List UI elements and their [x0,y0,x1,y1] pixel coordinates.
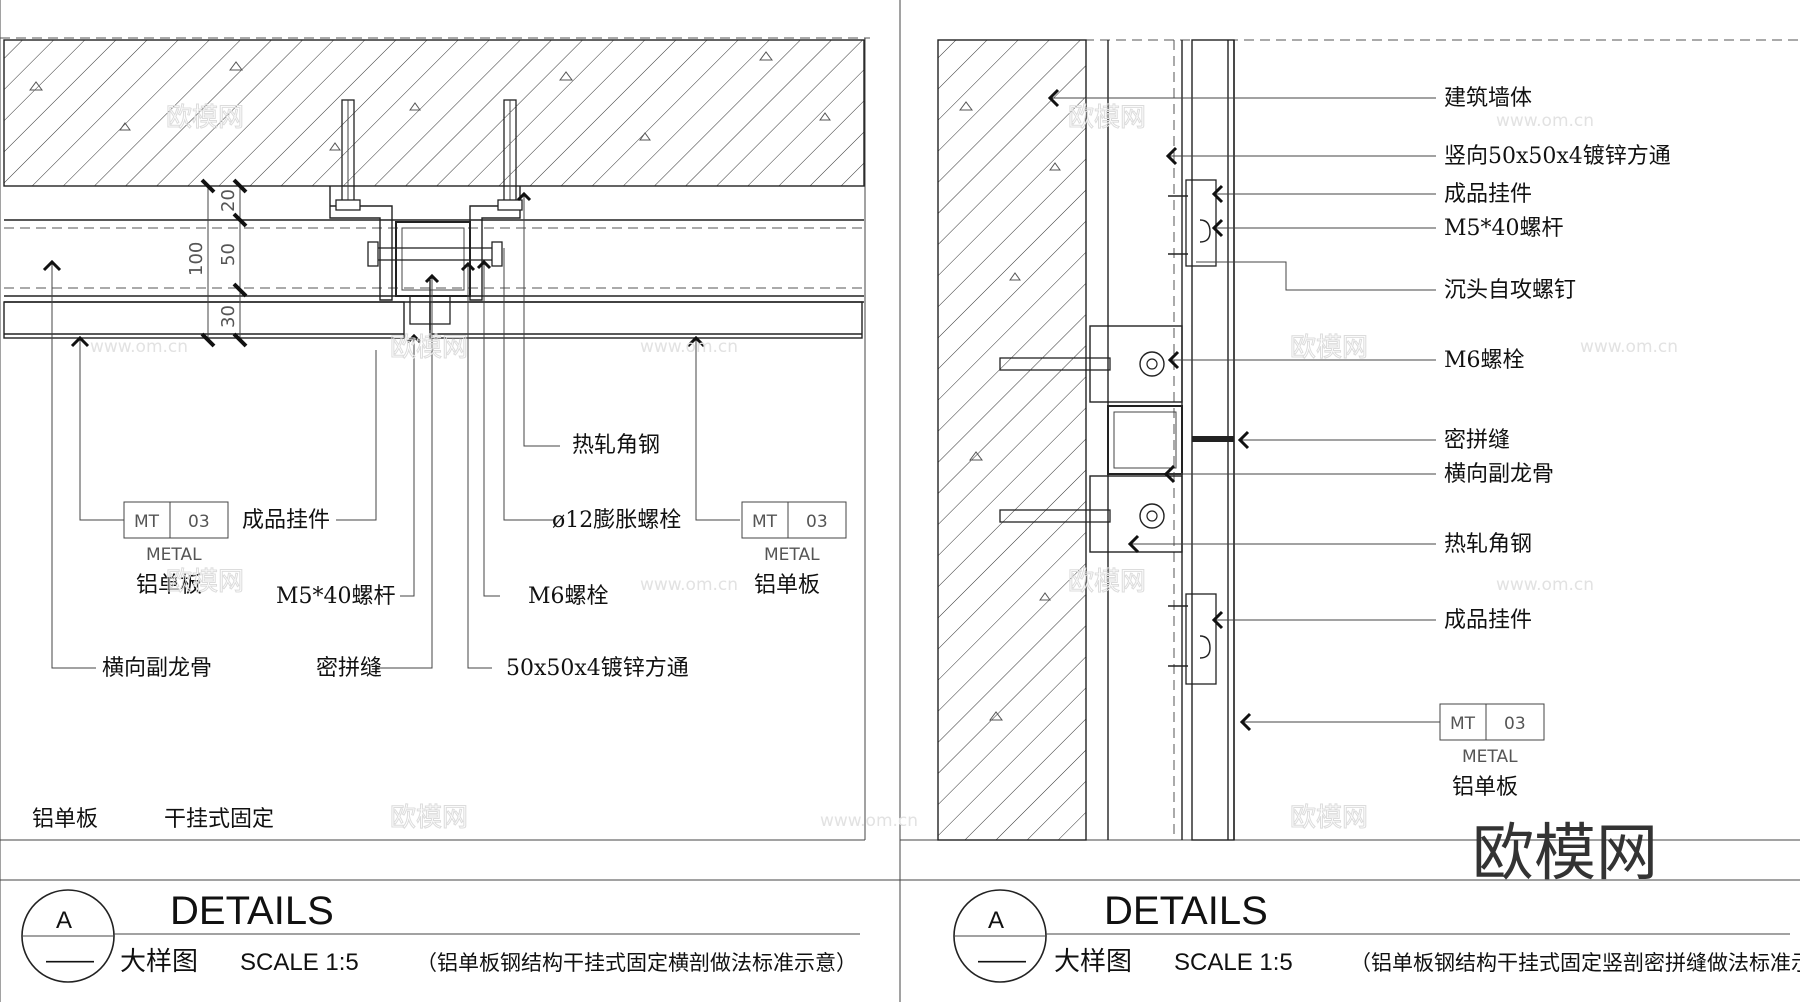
angle-steel-lower [1089,475,1183,553]
label-horizontal-keel: 横向副龙骨 [1444,462,1554,487]
right-section-drawing: 建筑墙体 竖向50x50x4镀锌方通 成品挂件 M5*40螺杆 沉头自攻螺钉 M… [900,39,1800,983]
building-wall [937,39,1087,841]
svg-text:SCALE 1:5: SCALE 1:5 [1174,949,1293,976]
svg-text:METAL: METAL [764,545,820,565]
svg-text:www.om.cn: www.om.cn [1496,111,1594,131]
svg-text:METAL: METAL [1462,747,1518,767]
angle-steel-upper [1089,325,1183,403]
svg-text:www.om.cn: www.om.cn [640,575,738,595]
label-expansion-bolt: ø12膨胀螺栓 [552,508,681,533]
material-tag-left: MT 03 METAL 铝单板 [123,501,229,598]
label-pendant: 成品挂件 [242,508,330,533]
svg-text:欧模网: 欧模网 [1290,333,1368,363]
dim-30: 30 [218,305,239,328]
dim-50: 50 [218,243,239,266]
galvanized-square-tube [395,221,471,297]
scale-text: SCALE 1:5 [240,949,359,976]
detail-dash: —— [46,947,94,974]
right-title-block: A —— DETAILS 大样图 SCALE 1:5 （铝单板钢结构干挂式固定竖… [953,889,1800,983]
left-title-block: A —— DETAILS 大样图 SCALE 1:5 （铝单板钢结构干挂式固定横… [0,879,900,983]
svg-text:欧模网: 欧模网 [166,103,244,133]
material-tag-right: MT 03 METAL 铝单板 [741,501,847,598]
svg-text:MT: MT [1450,714,1476,734]
label-tight-joint: 密拼缝 [316,656,382,681]
details-title: DETAILS [170,889,334,933]
svg-text:欧模网: 欧模网 [390,333,468,363]
label-m5-screw: M5*40螺杆 [1444,216,1564,241]
svg-text:铝单板: 铝单板 [754,573,820,598]
svg-text:欧模网: 欧模网 [166,567,244,597]
label-square-tube: 50x50x4镀锌方通 [506,656,689,681]
label-tight-joint: 密拼缝 [1444,428,1510,453]
detail-subtitle: 大样图 [120,947,198,977]
left-section-drawing: 20 50 30 100 热轧角钢 成品挂件 [0,0,901,1002]
detail-description: （铝单板钢结构干挂式固定横剖做法标准示意） [416,951,857,975]
note-panel: 铝单板 [32,807,98,832]
label-m6-bolt: M6螺栓 [1444,348,1525,373]
svg-text:MT: MT [752,512,778,532]
svg-text:大样图: 大样图 [1054,947,1132,977]
svg-text:欧模网: 欧模网 [1068,567,1146,597]
svg-text:METAL: METAL [146,545,202,565]
svg-text:www.om.cn: www.om.cn [820,811,918,831]
detail-mark: A [56,907,72,934]
svg-text:——: —— [978,947,1026,974]
material-tag: MT 03 METAL 铝单板 [1439,703,1545,800]
svg-text:www.om.cn: www.om.cn [640,337,738,357]
label-angle-steel: 热轧角钢 [1444,532,1532,557]
label-pendant-lower: 成品挂件 [1444,608,1532,633]
svg-text:欧模网: 欧模网 [1290,803,1368,833]
svg-text:www.om.cn: www.om.cn [1496,575,1594,595]
label-horizontal-keel: 横向副龙骨 [102,656,212,681]
concrete-wall [3,39,865,187]
horizontal-sub-keel-tube [1107,405,1183,475]
svg-text:欧模网: 欧模网 [390,803,468,833]
svg-text:（铝单板钢结构干挂式固定竖剖密拼缝做法标准示意）: （铝单板钢结构干挂式固定竖剖密拼缝做法标准示意） [1350,951,1800,975]
svg-text:www.om.cn: www.om.cn [1580,337,1678,357]
aluminium-panel-right [429,301,863,339]
label-m6-bolt: M6螺栓 [528,584,609,609]
label-hot-rolled-angle: 热轧角钢 [572,433,660,458]
svg-text:铝单板: 铝单板 [1452,775,1518,800]
dim-100: 100 [186,242,207,276]
brand-logo: 欧模网 [1472,816,1658,889]
svg-text:03: 03 [806,512,828,532]
svg-text:DETAILS: DETAILS [1104,889,1268,933]
label-countersunk-screw: 沉头自攻螺钉 [1444,278,1576,303]
label-m5-screw: M5*40螺杆 [276,584,396,609]
svg-text:欧模网: 欧模网 [1068,103,1146,133]
label-building-wall: 建筑墙体 [1444,86,1532,111]
svg-text:铝单板: 铝单板 [136,573,202,598]
label-pendant-upper: 成品挂件 [1444,182,1532,207]
svg-text:03: 03 [1504,714,1526,734]
svg-text:MT: MT [134,512,160,532]
dim-20: 20 [218,189,239,212]
label-vertical-tube: 竖向50x50x4镀锌方通 [1444,144,1671,169]
aluminium-panel-left [3,301,405,339]
svg-text:www.om.cn: www.om.cn [90,337,188,357]
note-dry-hanging: 干挂式固定 [164,807,274,832]
svg-text:03: 03 [188,512,210,532]
svg-text:A: A [988,907,1004,934]
watermark-layer: 欧模网 www.om.cn 欧模网 www.om.cn 欧模网 www.om.c… [90,103,1678,834]
